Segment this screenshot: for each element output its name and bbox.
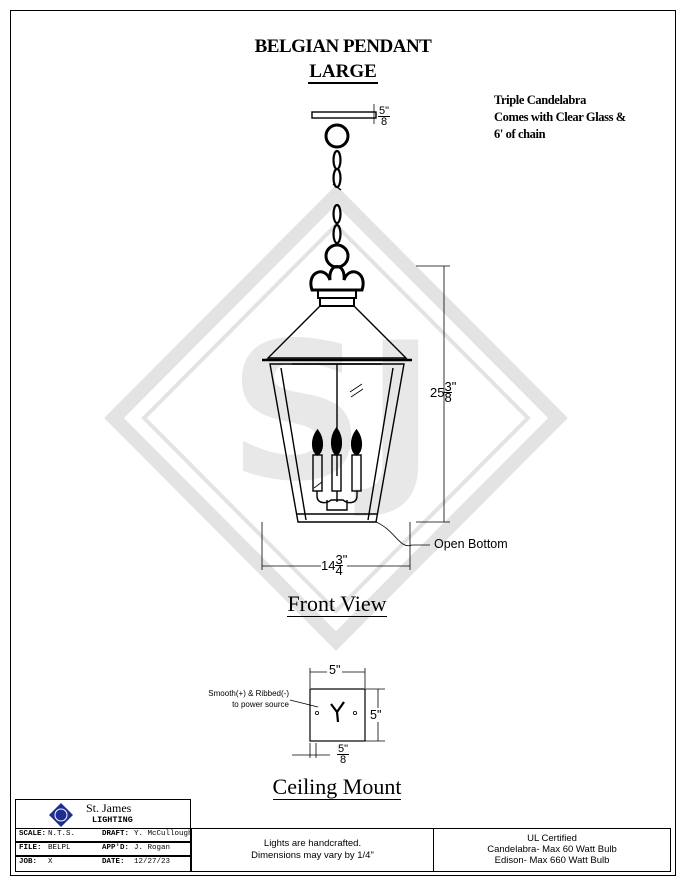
scale-value: N.T.S. [48,830,76,838]
draft-label: DRAFT: [102,830,130,838]
dim-denominator: 4 [335,563,343,578]
ceiling-mount-view [289,668,385,758]
mount-height-dimension: 5" [370,708,382,722]
date-value: 12/27/23 [134,858,171,866]
ul-line: Candelabra- Max 60 Watt Bulb [487,844,617,855]
handcrafted-line: Lights are handcrafted. [263,838,362,849]
date-label: DATE: [102,858,125,866]
dim-unit: " [451,379,457,394]
handcrafted-note: Lights are handcrafted. Dimensions may v… [191,828,434,872]
note-line: 6' of chain [494,127,546,141]
dim-numerator: 3 [444,379,452,394]
title-block-row: SCALE: N.T.S. DRAFT: Y. McCullough [15,828,193,842]
note-line: Triple Candelabra [494,93,586,107]
title-block-row: FILE: BELPL APP'D: J. Rogan [15,842,191,856]
dim-denominator: 8 [444,390,452,405]
canopy-plate [311,111,377,119]
dim-whole: 25 [430,385,445,400]
hanging-ring [324,123,350,149]
dim-unit: " [385,105,390,117]
dim-whole: 14 [321,558,336,573]
appd-value: J. Rogan [134,844,171,852]
title-block-row: JOB: X DATE: 12/27/23 [15,856,191,872]
drawing-sheet-border [10,10,676,876]
canopy-height-dimension: 5" 8 [378,105,391,128]
drawing-title: BELGIAN PENDANT [254,36,432,57]
product-notes: Triple Candelabra Comes with Clear Glass… [494,92,626,143]
mount-plate [309,688,366,742]
company-subname: LIGHTING [92,815,133,825]
ul-line: Edison- Max 660 Watt Bulb [494,855,610,866]
company-logo-cell: St. James LIGHTING [15,799,191,828]
appd-label: APP'D: [102,844,130,852]
open-bottom-callout: Open Bottom [434,537,508,551]
wire-note-line: to power source [232,700,289,709]
dim-numerator: 5 [338,743,345,755]
dim-numerator: 5 [379,105,386,117]
scale-label: SCALE: [19,830,47,838]
job-value: X [48,858,53,866]
title-block: St. James LIGHTING SCALE: N.T.S. DRAFT: … [15,799,671,872]
dim-denominator: 8 [380,116,388,128]
front-view-title: Front View [237,591,437,617]
wire-note: Smooth(+) & Ribbed(-) to power source [184,688,289,710]
file-label: FILE: [19,844,42,852]
front-view-fixture [262,104,412,523]
candelabra [311,426,363,511]
company-name: St. James [86,801,132,815]
note-line: Comes with Clear Glass & [494,110,626,124]
ul-certification: UL Certified Candelabra- Max 60 Watt Bul… [434,828,671,872]
handcrafted-line: Dimensions may vary by 1/4" [251,850,374,861]
ul-line: UL Certified [527,833,577,844]
job-label: JOB: [19,858,38,866]
front-view-title-text: Front View [287,591,387,617]
company-logo-icon [49,803,73,827]
ceiling-mount-title-text: Ceiling Mount [272,774,402,800]
dim-unit: " [344,743,349,755]
mount-depth-dimension: 5" 8 [337,743,350,766]
drawing-subtitle-text: LARGE [308,61,378,84]
dim-denominator: 8 [339,754,347,766]
dim-unit: " [342,552,348,567]
draft-value: Y. McCullough [134,830,193,838]
dim-numerator: 3 [335,552,343,567]
wire-note-line: Smooth(+) & Ribbed(-) [208,689,289,698]
ceiling-mount-title: Ceiling Mount [237,774,437,800]
mount-width-dimension: 5" [327,663,343,677]
drawing-subtitle: LARGE [0,61,686,84]
file-value: BELPL [48,844,71,852]
